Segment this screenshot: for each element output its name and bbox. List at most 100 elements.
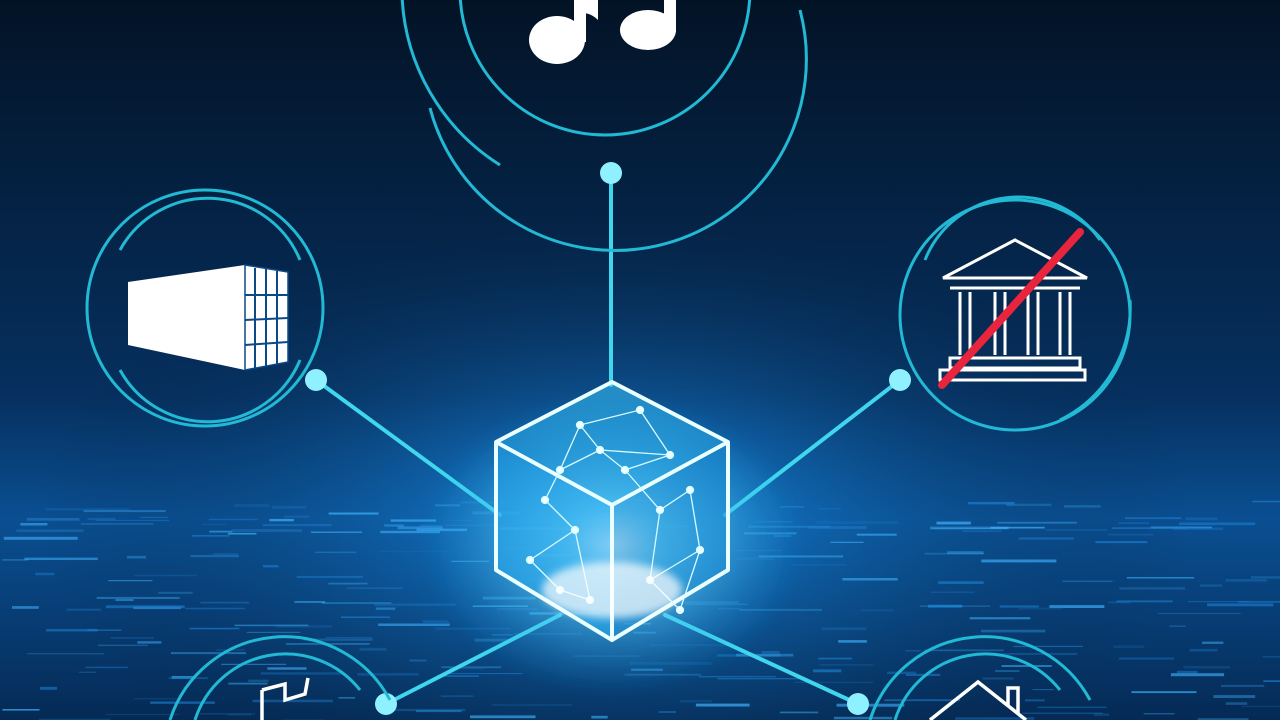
water-ripple: [449, 668, 485, 670]
water-ripple: [1118, 657, 1174, 660]
water-ripple: [906, 673, 941, 676]
water-ripple: [1188, 601, 1250, 603]
water-ripple: [303, 638, 373, 641]
water-ripple: [171, 652, 246, 655]
water-ripple: [45, 508, 129, 511]
water-ripple: [856, 533, 897, 536]
water-ripple: [982, 677, 1014, 680]
water-ripple: [1125, 517, 1182, 520]
water-ripple: [126, 555, 146, 559]
water-ripple: [808, 526, 867, 529]
water-ripple: [340, 616, 390, 618]
water-ripple: [66, 608, 102, 611]
strike-through-icon: [938, 228, 1084, 389]
cube-network-link: [599, 449, 626, 471]
water-ripple: [16, 529, 84, 533]
water-ripple: [263, 565, 279, 568]
music-notes-icon: [529, 0, 676, 64]
cube-network-node: [685, 485, 695, 495]
water-ripple: [1263, 680, 1280, 682]
ring-outer-music: [428, 9, 808, 252]
water-ripple: [1018, 607, 1063, 610]
water-ripple: [283, 515, 310, 518]
water-ripple: [384, 524, 404, 527]
cube-network-link: [559, 424, 581, 471]
water-ripple: [821, 627, 867, 631]
water-ripple: [1199, 584, 1223, 587]
water-ripple: [208, 518, 258, 521]
water-ripple: [995, 670, 1020, 672]
water-ripple: [1170, 673, 1225, 677]
water-ripple: [491, 704, 572, 706]
water-ripple: [105, 605, 185, 609]
water-ripple: [1113, 645, 1145, 648]
water-ripple: [1001, 653, 1078, 655]
cube-network-node: [665, 450, 675, 460]
water-ripple: [658, 711, 676, 713]
cube-network-node: [570, 525, 580, 535]
water-ripple: [269, 518, 294, 522]
water-ripple: [231, 529, 302, 532]
water-ripple: [436, 675, 479, 677]
water-ripple: [409, 659, 427, 662]
water-ripple: [1143, 713, 1175, 715]
node-music: [400, 0, 808, 252]
water-ripple: [1189, 648, 1218, 652]
water-ripple: [390, 519, 436, 522]
water-ripple: [1064, 505, 1101, 508]
water-ripple: [442, 673, 523, 675]
water-ripple: [1116, 600, 1173, 603]
water-ripple: [35, 572, 55, 576]
water-ripple: [1111, 527, 1187, 529]
water-ripple: [969, 617, 1031, 620]
ring-outer-music-2: [400, 0, 501, 167]
cube-network-link: [544, 499, 576, 531]
water-ripple: [168, 677, 209, 680]
water-ripple: [150, 701, 215, 704]
water-ripple: [1172, 527, 1223, 530]
node-container: [85, 188, 325, 428]
water-ripple: [110, 637, 154, 639]
water-ripple: [441, 666, 502, 669]
water-ripple: [905, 650, 922, 652]
water-ripple: [2, 709, 40, 711]
water-ripple: [378, 550, 450, 552]
water-ripple: [115, 599, 134, 601]
water-ripple: [328, 582, 368, 585]
water-ripple: [24, 557, 98, 560]
connector-dot-music: [600, 162, 622, 184]
cube-network-link: [559, 449, 601, 471]
cube-network-node: [595, 445, 605, 455]
cube-network-link: [579, 424, 601, 451]
water-ripple: [234, 624, 309, 627]
water-ripple: [1251, 576, 1280, 579]
water-ripple: [134, 698, 178, 700]
cube-network-link: [689, 489, 701, 551]
water-ripple: [1013, 645, 1083, 648]
water-ripple: [1169, 625, 1186, 627]
water-ripple: [171, 676, 196, 679]
water-ripple: [761, 651, 780, 654]
water-ripple: [884, 699, 960, 702]
water-ripple: [1252, 500, 1280, 503]
water-ripple: [108, 580, 153, 582]
water-ripple: [1221, 684, 1265, 687]
water-ripple: [228, 532, 257, 535]
water-ripple: [1049, 605, 1105, 608]
cube-network-link: [624, 454, 671, 471]
water-ripple: [819, 664, 874, 666]
ring-outer-container: [85, 188, 325, 428]
water-ripple: [1213, 695, 1256, 698]
cube-network-node: [575, 420, 585, 430]
water-ripple: [2, 559, 29, 561]
water-ripple: [1037, 706, 1107, 709]
water-ripple: [1093, 713, 1109, 716]
water-ripple: [1197, 718, 1249, 720]
cube-network-link: [544, 469, 561, 501]
water-ripple: [968, 501, 1015, 505]
cube-network-node: [540, 495, 550, 505]
water-ripple: [140, 516, 168, 518]
water-ripple: [359, 647, 387, 651]
ring-arc-bank: [1059, 299, 1132, 422]
cube-network-link: [659, 489, 691, 511]
